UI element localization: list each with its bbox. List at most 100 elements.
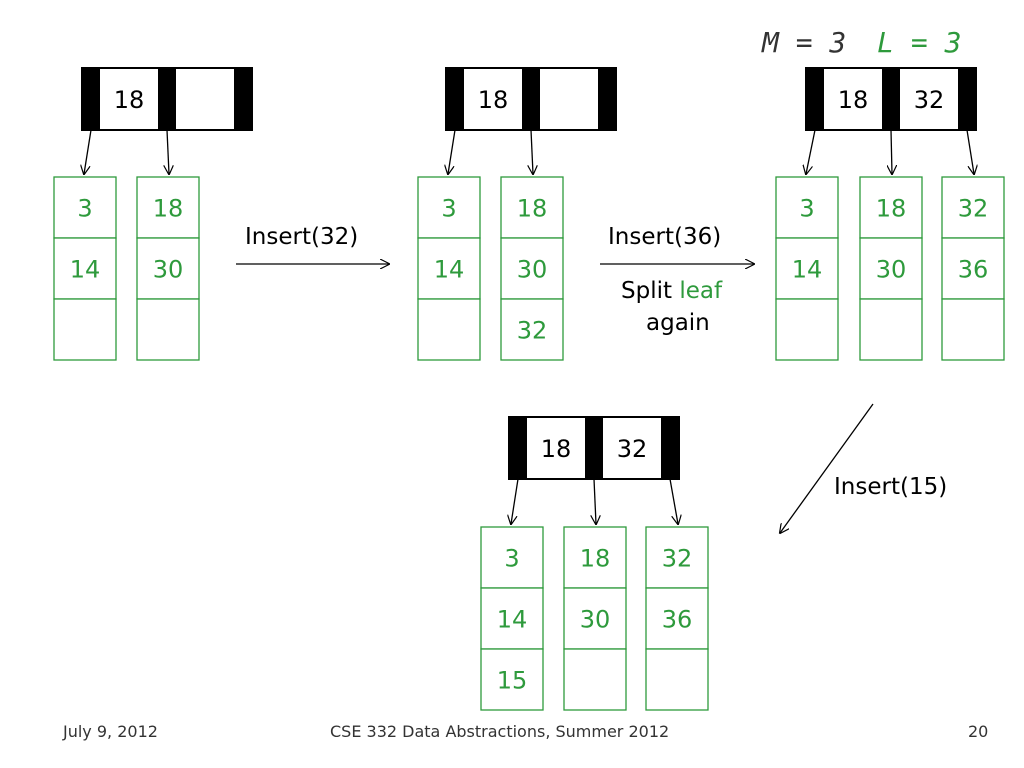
leaf-cell [563, 587, 627, 650]
pointer-slot [882, 68, 900, 130]
leaf-value: 18 [876, 195, 907, 223]
footer-page-number: 20 [968, 722, 989, 741]
leaf-cell [53, 176, 117, 239]
insert-32-label: Insert(32) [245, 224, 358, 250]
leaf-cell [775, 298, 839, 361]
leaf-cell [480, 648, 544, 711]
child-pointer-arrow [531, 129, 533, 174]
child-pointer-arrow [448, 129, 456, 174]
leaf-value: 36 [662, 606, 693, 634]
internal-key: 32 [617, 435, 648, 463]
internal-key: 18 [541, 435, 572, 463]
internal-node: 18 [81, 67, 253, 131]
child-pointer-arrow [84, 129, 92, 174]
pointer-slot [234, 68, 252, 130]
footer-course: CSE 332 Data Abstractions, Summer 2012 [330, 722, 670, 741]
leaf-value: 30 [517, 256, 548, 284]
leaf-cell [136, 176, 200, 239]
leaf-value: 3 [504, 545, 519, 573]
leaf-value: 36 [958, 256, 989, 284]
leaf-value: 32 [662, 545, 693, 573]
leaf-cell [136, 298, 200, 361]
pointer-slot [522, 68, 540, 130]
child-pointer-arrow [167, 129, 169, 174]
leaf-cell [859, 298, 923, 361]
internal-node: 18 [445, 67, 617, 131]
child-pointer-arrow [891, 129, 892, 174]
pointer-slot [661, 417, 679, 479]
leaf-cell [563, 648, 627, 711]
split-again-label: again [646, 310, 710, 336]
pointer-slot [585, 417, 603, 479]
leaf-cell [53, 237, 117, 300]
child-pointer-arrow [669, 478, 678, 524]
leaf-value: 3 [77, 195, 92, 223]
child-pointer-arrow [806, 129, 816, 174]
pointer-slot [958, 68, 976, 130]
m-parameter-label: M = 3 [761, 26, 846, 59]
leaf-node: 32 36 [645, 526, 709, 711]
pointer-slot [82, 68, 100, 130]
leaf-node: 3 14 [775, 176, 839, 361]
leaf-node: 3 14 [417, 176, 481, 361]
leaf-cell [500, 237, 564, 300]
leaf-value: 15 [497, 667, 528, 695]
split-leaf-label: Split leaf [621, 278, 723, 304]
leaf-value: 3 [799, 195, 814, 223]
tree-after-insert-32: 18 3 14 18 30 32 [417, 67, 617, 361]
child-pointer-arrow [511, 478, 519, 524]
leaf-value: 18 [580, 545, 611, 573]
leaf-node: 18 30 32 [500, 176, 564, 361]
pointer-slot [509, 417, 527, 479]
svg-text:M = 3 L = 3: M = 3 L = 3 [761, 26, 961, 59]
leaf-value: 14 [497, 606, 528, 634]
leaf-cell [417, 237, 481, 300]
leaf-value: 32 [958, 195, 989, 223]
leaf-value: 14 [434, 256, 465, 284]
l-parameter-label: L = 3 [877, 26, 961, 59]
leaf-cell [53, 298, 117, 361]
leaf-word: leaf [679, 278, 723, 304]
leaf-node: 3 14 [53, 176, 117, 361]
leaf-cell [417, 298, 481, 361]
leaf-cell [941, 237, 1005, 300]
leaf-value: 14 [792, 256, 823, 284]
leaf-cell [500, 298, 564, 361]
leaf-node: 3 14 15 [480, 526, 544, 711]
child-pointer-arrow [966, 129, 974, 174]
leaf-cell [563, 526, 627, 589]
leaf-value: 18 [153, 195, 184, 223]
leaf-value: 32 [517, 317, 548, 345]
leaf-value: 18 [517, 195, 548, 223]
internal-key: 32 [914, 86, 945, 114]
insert-36-label: Insert(36) [608, 224, 721, 250]
leaf-cell [645, 648, 709, 711]
leaf-value: 3 [441, 195, 456, 223]
leaf-cell [859, 237, 923, 300]
leaf-value: 14 [70, 256, 101, 284]
leaf-node: 32 36 [941, 176, 1005, 361]
pointer-slot [446, 68, 464, 130]
pointer-slot [806, 68, 824, 130]
internal-key: 18 [838, 86, 869, 114]
pointer-slot [158, 68, 176, 130]
internal-key: 18 [114, 86, 145, 114]
leaf-value: 30 [580, 606, 611, 634]
leaf-cell [480, 587, 544, 650]
internal-key: 18 [478, 86, 509, 114]
leaf-value: 30 [153, 256, 184, 284]
leaf-value: 30 [876, 256, 907, 284]
leaf-cell [480, 526, 544, 589]
leaf-cell [775, 237, 839, 300]
insert-15-arrow [780, 403, 874, 533]
child-pointer-arrow [594, 478, 596, 524]
